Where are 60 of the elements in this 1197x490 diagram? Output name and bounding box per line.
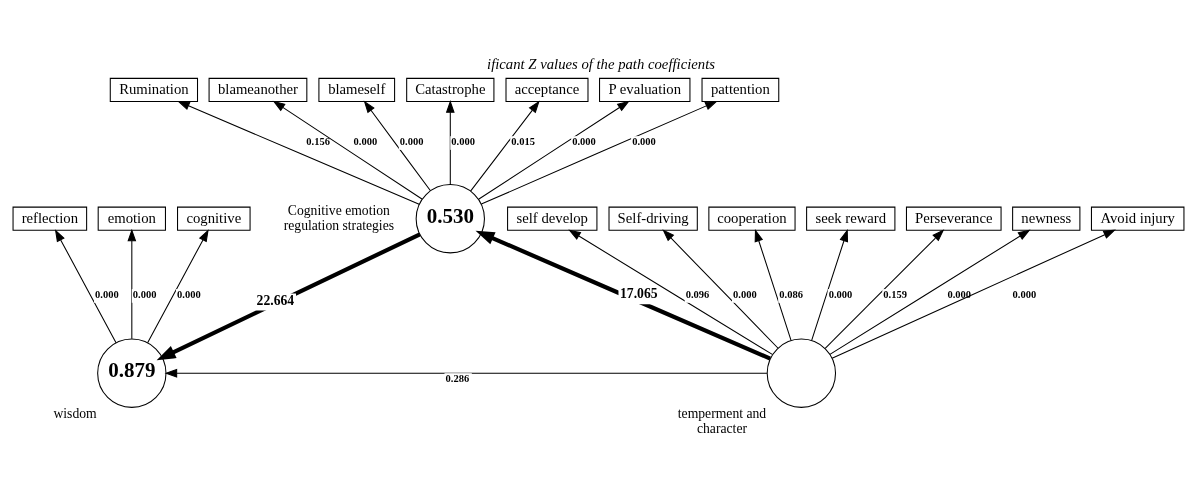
arrow — [831, 229, 1116, 359]
node-box: pattention — [701, 77, 780, 102]
node-box: Avoid injury — [1090, 206, 1185, 231]
node-box: cooperation — [708, 206, 796, 231]
edge-label: 0.000 — [1012, 288, 1037, 300]
edge-label: 0.000 — [828, 288, 853, 300]
arrow — [156, 231, 421, 360]
edge-label: 0.000 — [132, 288, 157, 300]
edge-label: 0.086 — [779, 288, 803, 300]
arrow — [127, 228, 137, 339]
node-box: newness — [1012, 206, 1081, 231]
node-box: emotion — [97, 206, 166, 231]
node-circle: 0.879 — [97, 338, 167, 408]
node-box: Catastrophe — [406, 77, 495, 102]
arrow — [475, 230, 772, 361]
edge-label: 0.000 — [353, 135, 378, 147]
edge-label: 0.286 — [445, 372, 470, 384]
arrow — [662, 228, 779, 349]
arrow — [568, 229, 773, 355]
arrow — [478, 100, 630, 200]
node-box: cognitive — [177, 206, 251, 231]
edge-label: 0.000 — [632, 135, 656, 147]
node-box: Rumination — [109, 77, 199, 102]
edge-label: 0.000 — [947, 288, 972, 300]
edge-label: 0.000 — [572, 135, 596, 147]
edge-label: 0.000 — [95, 288, 119, 300]
arrow — [480, 100, 718, 205]
edge-label: 0.096 — [685, 288, 710, 300]
node-box: seek reward — [806, 206, 896, 231]
edge-label: 0.156 — [306, 135, 330, 147]
diagram-title: ificant Z values of the path coefficients — [487, 55, 715, 72]
node-box: self develop — [507, 206, 598, 231]
edge-label: 0.000 — [733, 288, 757, 300]
node-label: temperment and character — [677, 405, 767, 436]
node-label: wisdom — [53, 405, 97, 421]
node-box: reflection — [12, 206, 88, 231]
node-box: Self-driving — [608, 206, 698, 231]
arrow — [54, 228, 117, 343]
edge-label: 22.664 — [256, 292, 295, 308]
edge-label: 0.000 — [399, 135, 424, 147]
edge-label: 17.065 — [620, 285, 658, 301]
edge-label: 0.159 — [883, 288, 907, 300]
arrow — [147, 228, 209, 343]
arrow — [811, 228, 849, 341]
node-circle: 0.530 — [415, 183, 485, 253]
node-label: Cognitive emotion regulation strategies — [283, 202, 395, 233]
edge-label: 0.000 — [451, 135, 475, 147]
arrow — [272, 100, 423, 199]
arrow — [363, 99, 431, 191]
node-box: acceptance — [505, 77, 589, 102]
node-circle — [766, 338, 837, 408]
node-box: Perseverance — [905, 206, 1002, 231]
arrow — [177, 100, 420, 205]
node-box: blameanother — [208, 77, 308, 102]
arrow — [754, 228, 792, 341]
edge-label: 0.000 — [177, 288, 201, 300]
node-box: P evaluation — [599, 77, 691, 102]
arrow — [164, 368, 768, 378]
edge-label: 0.015 — [511, 135, 535, 147]
node-box: blameself — [318, 77, 396, 102]
